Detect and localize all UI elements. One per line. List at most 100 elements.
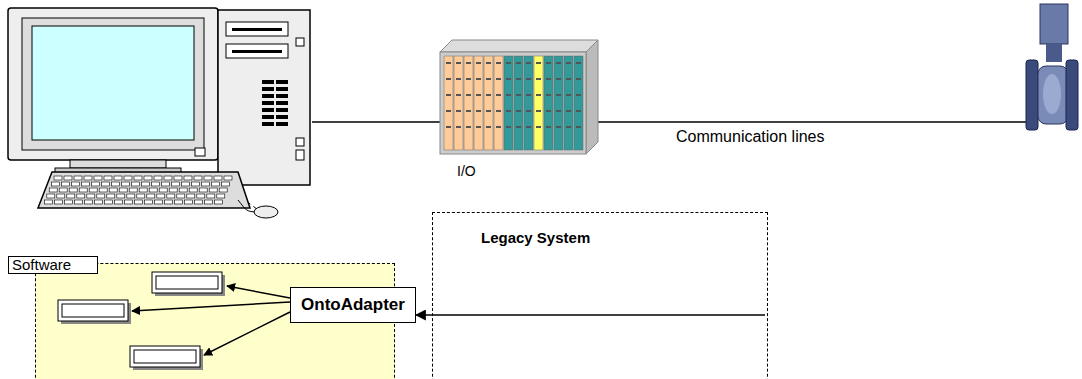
computer-icon-part-part [219,188,227,192]
computer-icon-part-part [276,108,288,112]
io-rack-icon-part-part [456,78,461,80]
computer-icon-part-part [117,194,125,198]
node-text: Legacy System [481,229,590,246]
computer-icon [8,8,310,218]
io-rack-icon-part-part [516,78,521,80]
device-label: I/O [457,163,476,179]
software-module [58,272,225,370]
computer-icon-part-part [172,182,180,186]
computer-icon-part-part [276,115,288,119]
io-rack-icon-part-part [484,56,493,150]
software-module-part [130,346,200,367]
computer-icon-part-part [162,182,170,186]
computer-icon-part-part [99,188,107,192]
computer-icon-part [218,10,310,185]
io-rack-icon-part-part [454,56,463,150]
software-module-part [156,276,218,289]
flowmeter-icon-part [1026,60,1038,130]
io-rack-icon-part-part [566,126,571,128]
io-rack-icon-part-part [496,94,501,96]
computer-icon-part [226,44,288,58]
flowmeter-icon-part [1066,60,1078,130]
node-text: OntoAdapter [301,295,405,315]
computer-icon-part-part [179,188,187,192]
computer-icon-part-part [122,182,130,186]
computer-icon-part [254,206,278,218]
io-rack-icon-part-part [446,110,451,112]
computer-icon-part-part [124,176,132,180]
computer-icon-part-part [97,194,105,198]
computer-icon-part [8,8,218,160]
node-text: Software [8,256,98,274]
computer-icon-part-part [167,194,175,198]
computer-icon-part-part [139,188,147,192]
computer-icon-part-part [82,182,90,186]
computer-icon-part-part [69,188,77,192]
io-rack-icon-part-part [556,110,561,112]
io-rack-icon-part-part [506,94,511,96]
computer-icon-part-part [224,176,232,180]
io-rack-icon-part [586,40,598,154]
computer-icon-part-part [87,194,95,198]
computer-icon-part-part [114,176,122,180]
io-rack-icon-part-part [476,126,481,128]
io-rack-icon-part-part [456,62,461,64]
computer-icon-part [226,22,288,36]
computer-icon-part [296,38,304,46]
computer-icon-part-part [262,87,274,91]
computer-icon-part-part [189,188,197,192]
computer-icon-part-part [164,200,172,204]
computer-icon-part-part [102,182,110,186]
computer-icon-part-part [59,188,67,192]
computer-icon-part-part [142,182,150,186]
computer-icon-part-part [194,200,202,204]
computer-icon-part [195,148,205,156]
flowmeter-icon-part [1038,66,1068,124]
line-label: Communication lines [676,128,825,146]
computer-icon-part-part [276,122,288,126]
computer-icon-part-part [152,182,160,186]
io-rack-icon-part-part [476,94,481,96]
io-rack-icon-part-part [446,126,451,128]
computer-icon-part-part [84,200,92,204]
computer-icon-part-part [262,80,274,84]
io-rack-icon [440,40,598,154]
computer-icon-part-part [54,200,62,204]
io-rack-icon-part-part [496,78,501,80]
computer-icon-part-part [276,80,288,84]
dispatch-arrow-part [227,286,290,298]
software-region: SoftwareOntoAdapter [35,263,395,379]
io-rack-icon-part-part [456,94,461,96]
io-rack-icon-part-part [564,56,573,150]
computer-icon-part-part [79,188,87,192]
computer-icon-part [44,176,232,204]
io-rack-icon-part-part [556,94,561,96]
io-rack-icon-part-part [496,62,501,64]
computer-icon-part-part [74,176,82,180]
computer-icon-part-part [132,182,140,186]
computer-icon-part-part [44,200,52,204]
computer-icon-part [38,172,250,208]
dispatch-arrow-part [204,312,290,355]
io-rack-icon-part-part [466,62,471,64]
io-rack-icon-part-part [516,110,521,112]
io-rack-icon-part-part [514,56,523,150]
computer-icon-part [232,50,282,53]
io-rack-icon-part-part [546,126,551,128]
io-rack-icon-part-part [486,110,491,112]
computer-icon-part-part [52,182,60,186]
communication-wire-part [596,121,1026,123]
software-module-part [134,350,196,363]
io-rack-icon-part-part [476,110,481,112]
computer-icon-part-part [164,176,172,180]
computer-icon-part-part [192,182,200,186]
computer-icon-part [262,80,288,126]
computer-icon-part-part [169,188,177,192]
computer-icon-part-part [67,194,75,198]
io-rack-icon-part-part [506,126,511,128]
computer-icon-part [296,138,304,146]
io-rack-icon-part-part [486,126,491,128]
computer-icon-part-part [262,101,274,105]
io-rack-icon-part-part [466,78,471,80]
